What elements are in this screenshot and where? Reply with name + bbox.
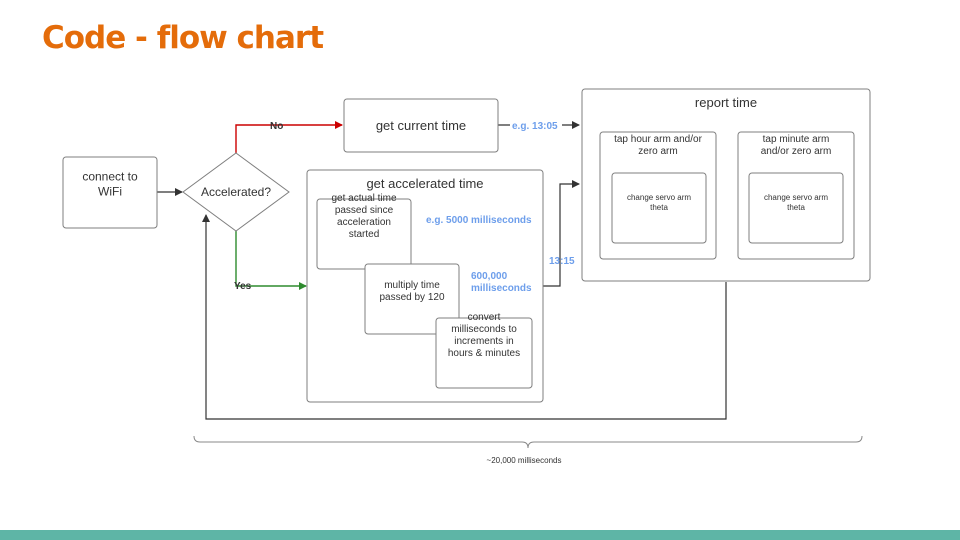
arrow-yes-branch [235, 231, 307, 290]
report-group-label: report time [695, 95, 757, 110]
arrow-no-branch [235, 121, 343, 153]
brace-label: ~20,000 milliseconds [487, 456, 562, 465]
convert-milliseconds-node [435, 317, 533, 389]
note-eg-time: e.g. 13:05 [512, 121, 558, 132]
accel-group-label: get accelerated time [366, 176, 483, 191]
accelerated-decision-node [182, 152, 290, 232]
arrow-accel-to-report [543, 180, 580, 287]
get-actual-time-node [316, 198, 412, 270]
duration-brace [193, 435, 863, 449]
decision-label: Accelerated? [201, 185, 271, 199]
note-1315: 13:15 [549, 256, 575, 267]
yes-label: Yes [234, 281, 252, 292]
slide-title: Code - flow chart [42, 20, 324, 56]
connect-to-wifi-node [62, 156, 158, 229]
multiply-time-node [364, 263, 460, 335]
arrow-loop-back [202, 214, 727, 420]
get-current-time-node [343, 98, 499, 153]
change-servo-minute-node [748, 172, 844, 244]
bottom-accent-band [0, 530, 960, 540]
note-eg-milliseconds: e.g. 5000 milliseconds [426, 215, 532, 226]
no-label: No [270, 121, 283, 132]
change-servo-hour-node [611, 172, 707, 244]
current-time-label: get current time [376, 118, 466, 133]
